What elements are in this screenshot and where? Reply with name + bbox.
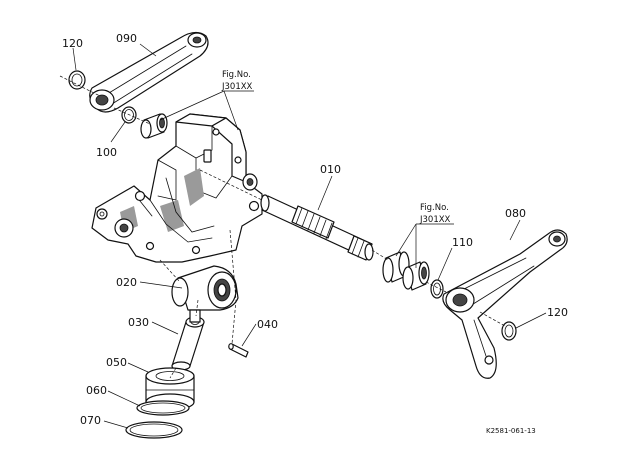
label-040: 040: [257, 318, 278, 331]
figure-ref-1: Fig.No. J301XX: [221, 70, 253, 92]
right-lift-arm: [442, 229, 568, 379]
backup-ring: [136, 400, 190, 416]
piston-rod: [171, 309, 205, 371]
label-100: 100: [96, 146, 117, 159]
label-050: 050: [106, 356, 127, 369]
pin: [228, 343, 249, 358]
fig-ref-1-line1: Fig.No.: [222, 70, 251, 80]
lift-shaft: [260, 194, 374, 261]
left-lift-arm: [89, 31, 209, 113]
label-120-right: 120: [547, 306, 568, 319]
snap-ring-left: [68, 70, 86, 90]
fig-ref-2-line1: Fig.No.: [420, 203, 449, 213]
lift-arm-bracket: [171, 265, 239, 311]
snap-ring-right: [501, 321, 517, 341]
label-020: 020: [116, 276, 137, 289]
o-ring-left: [121, 106, 137, 124]
label-060: 060: [86, 384, 107, 397]
figure-ref-2: Fig.No. J301XX: [419, 203, 451, 225]
drawing-reference-code: K2581-061-13: [486, 427, 536, 435]
label-010: 010: [320, 163, 341, 176]
bushing-right-2: [402, 261, 430, 291]
fig-ref-2-line2: J301XX: [419, 215, 451, 225]
label-090: 090: [116, 32, 137, 45]
leader-lines: [72, 43, 547, 429]
piston-o-ring: [125, 421, 183, 439]
lift-housing: [91, 113, 263, 263]
label-110: 110: [452, 236, 473, 249]
bushing-left: [140, 113, 168, 139]
label-080: 080: [505, 207, 526, 220]
fig-ref-1-line2: J301XX: [221, 82, 253, 92]
label-070: 070: [80, 414, 101, 427]
part-labels: 120 090 100 010 080 110 120 020 030 040 …: [62, 32, 568, 427]
label-030: 030: [128, 316, 149, 329]
assembly-center-lines: [59, 75, 506, 379]
label-120-left: 120: [62, 37, 83, 50]
o-ring-right: [430, 279, 444, 299]
